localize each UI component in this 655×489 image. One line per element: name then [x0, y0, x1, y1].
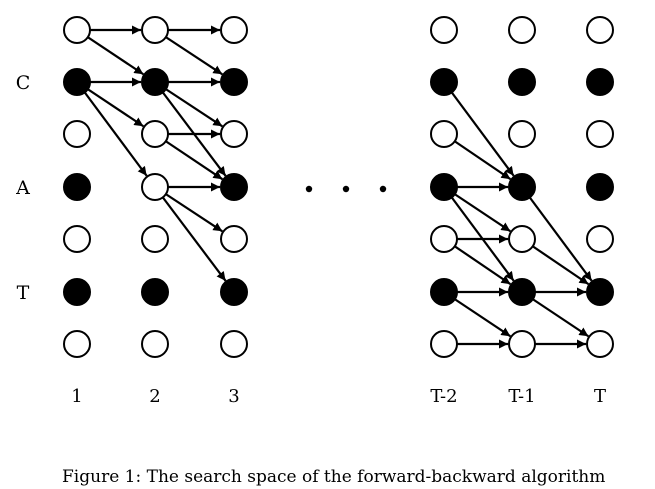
edge-arrow-25	[521, 186, 593, 282]
filled-node-1-5	[141, 278, 169, 306]
empty-node-4-2	[508, 120, 536, 148]
empty-node-1-4	[141, 225, 169, 253]
column-label-3: T-2	[430, 386, 457, 407]
filled-node-3-5	[430, 278, 458, 306]
empty-node-1-6	[141, 330, 169, 358]
nodes	[63, 16, 614, 358]
filled-node-2-3	[220, 173, 248, 201]
column-label-2: 3	[228, 386, 239, 407]
ellipsis-dot-1	[342, 185, 350, 193]
empty-node-1-3	[141, 173, 169, 201]
row-label-2: T	[17, 282, 30, 304]
edge-arrow-15	[443, 81, 515, 177]
column-label-0: 1	[71, 386, 82, 407]
filled-node-5-1	[586, 68, 614, 96]
empty-node-3-6	[430, 330, 458, 358]
filled-node-5-5	[586, 278, 614, 306]
column-label-1: 2	[149, 386, 160, 407]
empty-node-2-4	[220, 225, 248, 253]
ellipsis	[305, 185, 387, 193]
filled-node-4-5	[508, 278, 536, 306]
row-label-1: A	[15, 177, 30, 199]
filled-node-1-1	[141, 68, 169, 96]
filled-node-5-3	[586, 173, 614, 201]
ellipsis-dot-0	[305, 185, 313, 193]
empty-node-2-0	[220, 16, 248, 44]
empty-node-4-6	[508, 330, 536, 358]
empty-node-5-0	[586, 16, 614, 44]
column-labels: 1 2 3 T-2 T-1 T	[71, 386, 606, 407]
empty-node-0-2	[63, 120, 91, 148]
filled-node-0-5	[63, 278, 91, 306]
row-label-0: C	[16, 72, 31, 94]
filled-node-4-1	[508, 68, 536, 96]
column-label-4: T-1	[508, 386, 535, 407]
empty-node-3-2	[430, 120, 458, 148]
filled-node-3-1	[430, 68, 458, 96]
empty-node-4-0	[508, 16, 536, 44]
empty-node-1-0	[141, 16, 169, 44]
empty-node-0-4	[63, 225, 91, 253]
empty-node-0-0	[63, 16, 91, 44]
empty-node-4-4	[508, 225, 536, 253]
filled-node-2-5	[220, 278, 248, 306]
empty-node-0-6	[63, 330, 91, 358]
empty-node-3-4	[430, 225, 458, 253]
empty-node-5-2	[586, 120, 614, 148]
filled-node-4-3	[508, 173, 536, 201]
ellipsis-dot-2	[379, 185, 387, 193]
filled-node-2-1	[220, 68, 248, 96]
edge-arrow-19	[443, 186, 515, 282]
figure-caption: Figure 1: The search space of the forwar…	[62, 467, 605, 487]
empty-node-1-2	[141, 120, 169, 148]
filled-node-0-3	[63, 173, 91, 201]
edge-arrow-6	[76, 81, 148, 177]
edge-arrow-9	[154, 81, 227, 177]
filled-node-3-3	[430, 173, 458, 201]
column-label-5: T	[594, 386, 606, 407]
empty-node-3-0	[430, 16, 458, 44]
empty-node-5-6	[586, 330, 614, 358]
row-labels: C A T	[15, 72, 30, 304]
edge-arrow-14	[154, 186, 227, 282]
empty-node-5-4	[586, 225, 614, 253]
filled-node-0-1	[63, 68, 91, 96]
empty-node-2-2	[220, 120, 248, 148]
empty-node-2-6	[220, 330, 248, 358]
